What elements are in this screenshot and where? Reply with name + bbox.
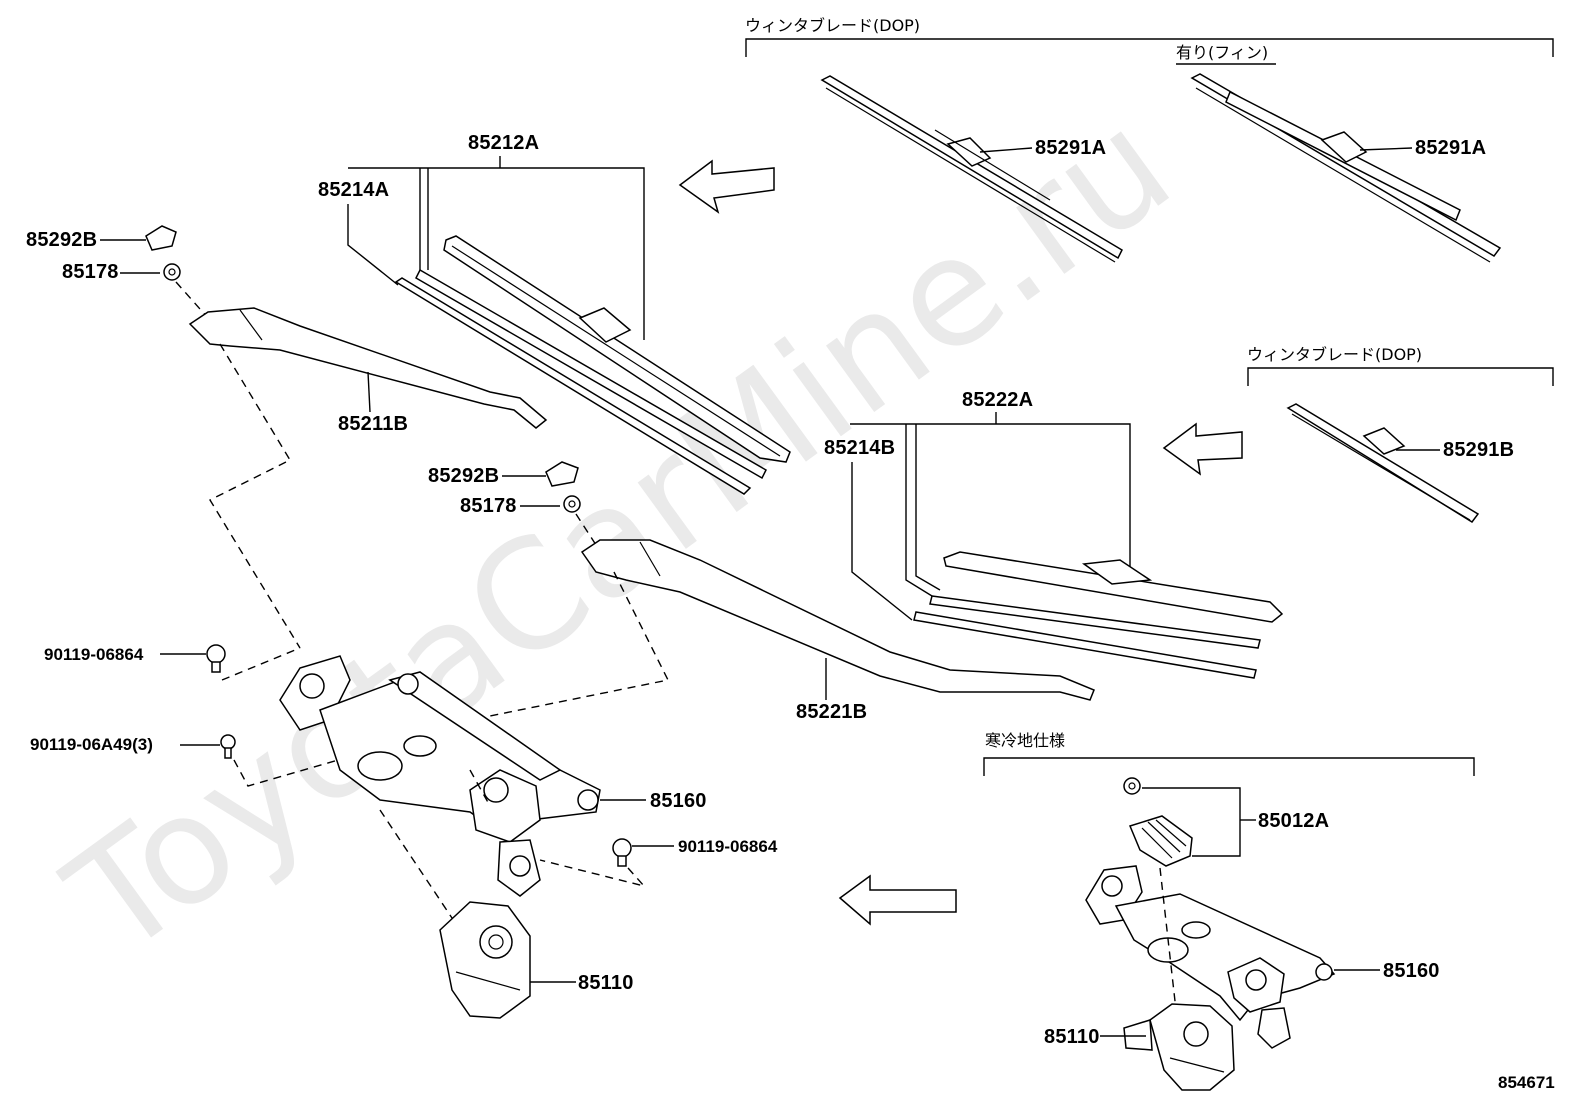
leader-85291A-left <box>979 147 1033 153</box>
bracket-85222A-inner <box>905 424 941 597</box>
arm-cap-85292B-mid[interactable] <box>545 461 579 487</box>
leader-85291A-right <box>1359 147 1413 151</box>
nut-85178-upper[interactable] <box>163 263 181 281</box>
label-85291A-right: 85291A <box>1415 137 1486 159</box>
dash-85178-upper <box>175 281 209 319</box>
leader-85214B <box>851 462 913 621</box>
bracket-85222A <box>850 423 1131 570</box>
label-85214A: 85214A <box>318 179 389 201</box>
diagram-id: 854671 <box>1498 1073 1555 1092</box>
bracket-85212A-inner <box>419 168 429 270</box>
label-85160-left: 85160 <box>650 790 707 812</box>
leader-85214A <box>347 204 399 286</box>
label-85012A: 85012A <box>1258 810 1329 832</box>
wiper-motor-85110-left[interactable] <box>439 901 531 1019</box>
dash-bolt-06A49 <box>233 717 485 787</box>
arrow-left-bottom-icon <box>838 874 957 926</box>
nut-85178-mid[interactable] <box>563 495 581 513</box>
dash-motor-left <box>379 809 461 931</box>
wiper-blade-85222A[interactable] <box>929 551 1284 649</box>
label-85110-left: 85110 <box>578 972 634 994</box>
wiper-rubber-85214A[interactable] <box>394 277 752 495</box>
wiper-blade-85291A-right[interactable] <box>1190 73 1502 263</box>
nut-85012A[interactable] <box>1123 777 1141 795</box>
wiper-heater-85012A[interactable] <box>1128 815 1193 867</box>
wiper-linkage-85160-left[interactable] <box>279 655 601 897</box>
label-90119-06864-lower: 90119-06864 <box>678 837 778 856</box>
wiper-blade-85291B[interactable] <box>1286 403 1480 523</box>
header-with-fin: 有り(フィン) <box>1176 43 1268 62</box>
bracket-85212A <box>348 167 645 340</box>
wiper-motor-85110-right[interactable] <box>1123 1003 1235 1091</box>
dash-linkage-center <box>469 769 491 807</box>
bolt-90119-06864-upper[interactable] <box>206 644 226 673</box>
dash-bolt-lower <box>539 859 647 888</box>
label-85221B: 85221B <box>796 701 867 723</box>
label-85160-right: 85160 <box>1383 960 1440 982</box>
bracket-winter-blade-mid <box>1247 367 1554 386</box>
label-85211B: 85211B <box>338 413 408 435</box>
wiper-linkage-85160-right[interactable] <box>1085 865 1336 1049</box>
wiper-blade-85291A-left[interactable] <box>820 75 1123 263</box>
label-90119-06864-upper: 90119-06864 <box>44 645 144 664</box>
label-85291B: 85291B <box>1443 439 1514 461</box>
label-85292B-mid: 85292B <box>428 465 499 487</box>
wiper-arm-85211B[interactable] <box>188 307 548 429</box>
arrow-left-top-icon <box>678 159 775 214</box>
dash-arm-85211B <box>209 343 301 649</box>
label-85212A: 85212A <box>468 132 539 154</box>
header-winter-blade-mid: ウィンタブレード(DOP) <box>1247 345 1422 364</box>
dash-motor-right <box>1159 867 1177 1011</box>
header-cold-region: 寒冷地仕様 <box>985 731 1065 750</box>
label-85292B-upper: 85292B <box>26 229 97 251</box>
label-85291A-left: 85291A <box>1035 137 1106 159</box>
label-85178-mid: 85178 <box>460 495 517 517</box>
bracket-cold-region <box>983 757 1475 776</box>
header-winter-blade-top: ウィンタブレード(DOP) <box>745 16 920 35</box>
label-85214B: 85214B <box>824 437 895 459</box>
arm-cap-85292B-upper[interactable] <box>145 225 177 251</box>
bolt-90119-06864-lower[interactable] <box>612 838 632 867</box>
leader-85211B <box>367 371 371 413</box>
wiper-rubber-85214B[interactable] <box>913 611 1257 679</box>
bracket-winter-blade-top <box>745 38 1554 57</box>
label-90119-06A49: 90119-06A49(3) <box>30 735 153 754</box>
dash-85178-mid <box>575 513 599 549</box>
bolt-90119-06A49[interactable] <box>220 734 236 759</box>
label-85178-upper: 85178 <box>62 261 119 283</box>
label-85222A: 85222A <box>962 389 1033 411</box>
arrow-left-mid-icon <box>1162 422 1243 476</box>
dash-bolt-upper <box>221 647 301 681</box>
bracket-85012A <box>1142 787 1241 857</box>
wiper-blade-85212A[interactable] <box>415 235 791 480</box>
wiper-arm-85221B[interactable] <box>580 539 1095 701</box>
label-85110-right: 85110 <box>1044 1026 1100 1048</box>
